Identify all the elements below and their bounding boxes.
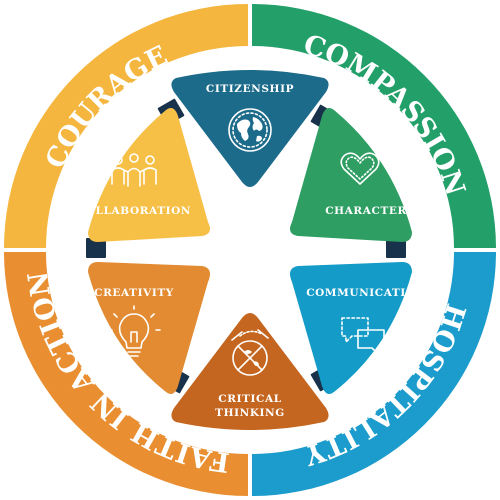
connector-square (86, 238, 106, 258)
speech-bubbles-icon (341, 317, 385, 355)
ring-quadrant-courage-inner (4, 4, 248, 248)
segment-label-communication: COMMUNICATION (306, 287, 426, 299)
ring-quadrant-compassion (252, 4, 496, 248)
segment-critical-thinking (171, 313, 329, 430)
segment-label-character: CHARACTER (325, 205, 407, 217)
segment-communication (290, 262, 412, 394)
people-group-icon (111, 153, 157, 187)
segment-label-collaboration: COLLABORATION (77, 205, 191, 217)
heart-icon (340, 152, 380, 185)
segment-label-critical: CRITICAL (218, 393, 281, 405)
segment-collaboration (88, 108, 210, 242)
segment-label-creativity: CREATIVITY (94, 287, 174, 299)
segment-citizenship (171, 70, 329, 187)
segment-label-citizenship: CITIZENSHIP (206, 83, 294, 95)
puzzle-head-icon (231, 329, 269, 376)
ring-quadrant-hospitality (252, 252, 496, 496)
connector-square (386, 238, 406, 258)
globe-icon (228, 108, 272, 152)
ring-quadrant-faith-in-action (4, 252, 248, 496)
segment-label-thinking: THINKING (215, 407, 285, 419)
lightbulb-icon (107, 305, 161, 357)
